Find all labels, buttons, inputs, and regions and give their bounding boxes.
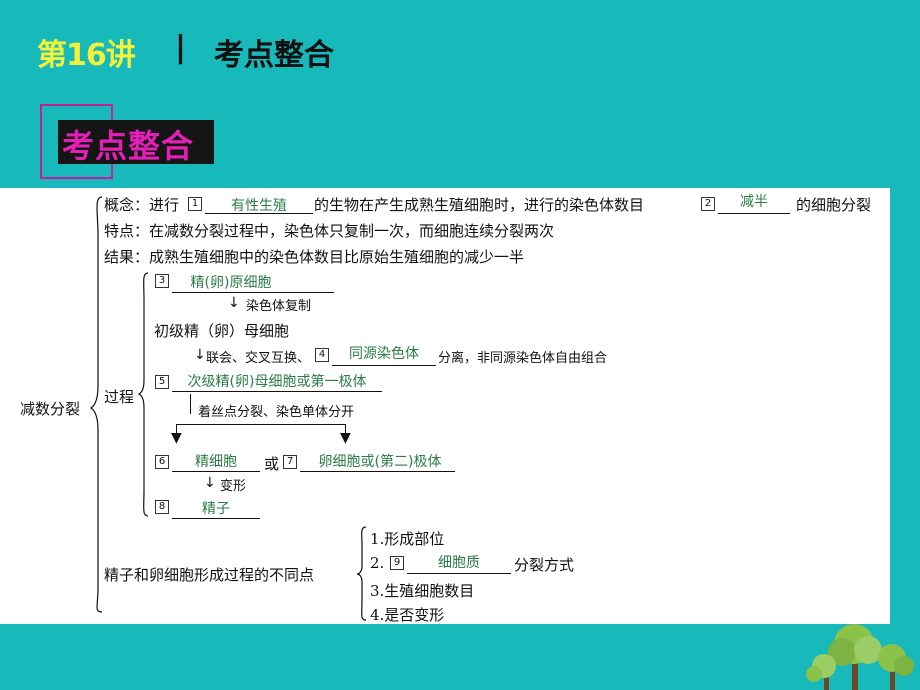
branch-line: [176, 424, 346, 425]
blank-underline-1: [205, 213, 313, 214]
feature-text: 特点：在减数分裂过程中，染色体只复制一次，而细胞连续分裂两次: [104, 222, 555, 240]
answer-3: 精(卵)原细胞: [190, 275, 272, 291]
difference-item-3: 3.生殖细胞数目: [370, 582, 475, 600]
process-brace: [137, 272, 149, 517]
down-arrow-icon: ▼: [340, 430, 351, 446]
step-transform: 变形: [220, 479, 247, 494]
down-arrow-icon: ↓: [204, 475, 216, 491]
answer-2: 减半: [740, 194, 768, 210]
or-text: 或: [264, 455, 280, 473]
blank-number-3: 3: [155, 274, 169, 288]
branch-connector: [190, 394, 191, 414]
difference-item-2-suffix: 分裂方式: [514, 556, 575, 574]
step-replication: 染色体复制: [246, 299, 312, 314]
blank-underline-5: [172, 391, 382, 392]
root-brace: [89, 196, 103, 613]
concept-suffix: 的细胞分裂: [796, 196, 872, 214]
section-badge-label: 考点整合: [62, 127, 195, 165]
answer-5: 次级精(卵)母细胞或第一极体: [187, 374, 367, 390]
down-arrow-icon: ↓: [228, 295, 240, 311]
difference-item-2-prefix: 2.: [370, 554, 385, 572]
process-label: 过程: [104, 388, 135, 406]
section-badge: [58, 120, 214, 164]
header-bar: 第16讲 | 考点整合: [0, 18, 920, 78]
blank-number-4: 4: [315, 348, 329, 362]
blank-underline-4: [332, 365, 436, 366]
blank-number-1: 1: [188, 197, 202, 211]
difference-brace: [356, 526, 367, 621]
root-label: 减数分裂: [20, 400, 81, 418]
answer-8: 精子: [202, 501, 230, 517]
step-separation: 分离，非同源染色体自由组合: [438, 351, 608, 366]
blank-number-9: 9: [390, 556, 404, 570]
branch-left-line: [176, 424, 177, 438]
difference-item-1: 1.形成部位: [370, 530, 445, 548]
blank-underline-9: [407, 573, 511, 574]
difference-label: 精子和卵细胞形成过程的不同点: [104, 566, 315, 584]
answer-7: 卵细胞或(第二)极体: [318, 454, 442, 470]
blank-number-7: 7: [283, 455, 297, 469]
blank-underline-6: [172, 471, 260, 472]
concept-map-panel: 减数分裂 概念：进行 1 有性生殖 的生物在产生成熟生殖细胞时，进行的染色体数目…: [0, 188, 890, 624]
answer-6: 精细胞: [195, 454, 237, 470]
answer-1: 有性生殖: [231, 198, 287, 214]
step-synapsis: 联会、交叉互换、: [206, 351, 311, 366]
header-separator: |: [175, 30, 186, 65]
answer-4: 同源染色体: [349, 346, 419, 362]
primary-cell-label: 初级精（卵）母细胞: [154, 322, 290, 340]
tree-decoration: [806, 624, 914, 690]
blank-number-5: 5: [155, 375, 169, 389]
page-title: 考点整合: [214, 38, 334, 73]
concept-prefix: 概念：进行: [104, 196, 180, 214]
branch-right-line: [345, 424, 346, 438]
blank-number-2: 2: [701, 197, 715, 211]
blank-underline-3: [172, 292, 334, 293]
answer-9: 细胞质: [438, 555, 480, 571]
down-arrow-icon: ↓: [194, 347, 206, 363]
blank-number-8: 8: [155, 500, 169, 514]
concept-middle: 的生物在产生成熟生殖细胞时，进行的染色体数目: [314, 196, 645, 214]
blank-underline-7: [300, 471, 455, 472]
blank-number-6: 6: [155, 455, 169, 469]
lecture-number: 第16讲: [37, 38, 136, 73]
blank-underline-2: [718, 213, 790, 214]
down-arrow-icon: ▼: [171, 430, 182, 446]
step-centromere: 着丝点分裂、染色单体分开: [198, 405, 355, 420]
difference-item-4: 4.是否变形: [370, 606, 445, 624]
result-text: 结果：成熟生殖细胞中的染色体数目比原始生殖细胞的减少一半: [104, 248, 525, 266]
blank-underline-8: [172, 518, 260, 519]
